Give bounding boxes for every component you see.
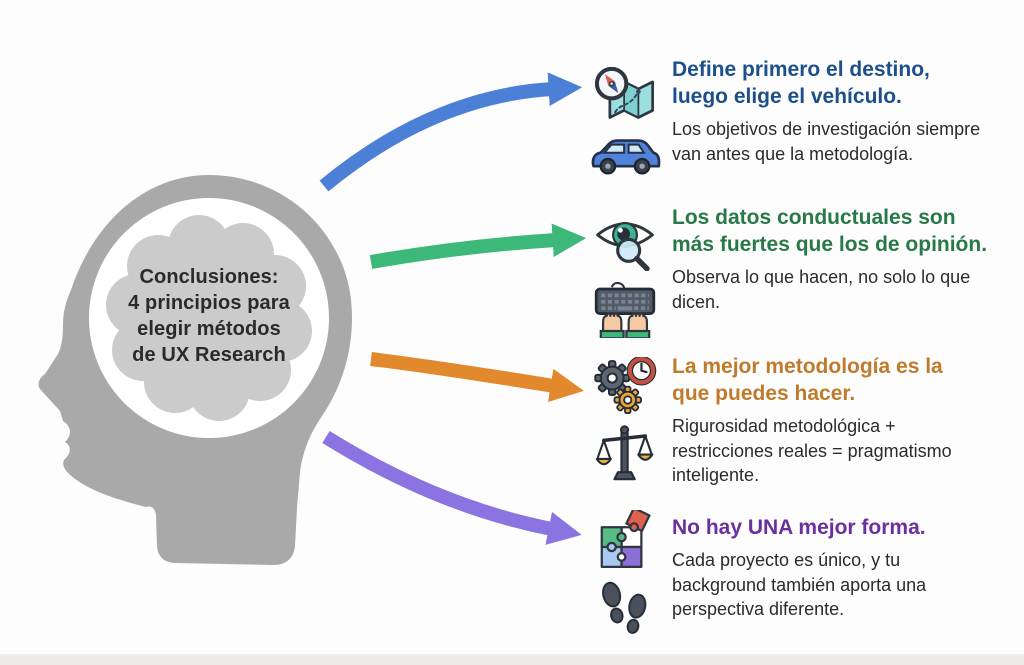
eye-magnifier-icon bbox=[596, 221, 654, 271]
principle-title: La mejor metodología es la que puedes ha… bbox=[672, 355, 943, 405]
arrow-principle-4 bbox=[322, 431, 582, 545]
balance-scale-icon bbox=[595, 424, 654, 480]
head-figure bbox=[38, 175, 352, 565]
arrow-principle-1 bbox=[319, 72, 583, 192]
principle-title: Los datos conductuales son más fuertes q… bbox=[672, 206, 988, 256]
principle-description: Los objetivos de investigación siempre v… bbox=[672, 119, 981, 164]
compass-map-icon bbox=[594, 66, 654, 119]
keyboard-hands-icon bbox=[594, 281, 656, 338]
principle-description: Observa lo que hacen, no solo lo que dic… bbox=[672, 267, 971, 312]
icon-stack bbox=[586, 52, 664, 177]
icon-stack bbox=[586, 498, 664, 640]
principle-4: No hay UNA mejor forma. Cada proyecto es… bbox=[586, 498, 926, 640]
arrow-principle-3 bbox=[370, 352, 584, 403]
puzzle-pieces-icon bbox=[600, 510, 651, 568]
arrow-principle-2 bbox=[369, 223, 587, 269]
principle-description: Rigurosidad metodológica + restricciones… bbox=[672, 416, 952, 485]
principle-description: Cada proyecto es único, y tu background … bbox=[672, 550, 927, 619]
brain-icon bbox=[106, 215, 312, 421]
brain-title: Conclusiones: 4 principios para elegir m… bbox=[128, 266, 290, 366]
bottom-edge-strip bbox=[0, 654, 1024, 665]
principle-2: Los datos conductuales son más fuertes q… bbox=[586, 200, 987, 338]
footprints-icon bbox=[602, 582, 647, 635]
principle-title: No hay UNA mejor forma. bbox=[672, 516, 926, 539]
gears-clock-icon bbox=[594, 357, 657, 414]
icon-stack bbox=[586, 345, 664, 484]
principle-1: Define primero el destino, luego elige e… bbox=[586, 52, 980, 177]
icon-stack bbox=[586, 200, 664, 338]
principle-3: La mejor metodología es la que puedes ha… bbox=[586, 345, 952, 488]
car-icon bbox=[591, 138, 661, 175]
principle-title: Define primero el destino, luego elige e… bbox=[672, 58, 930, 108]
